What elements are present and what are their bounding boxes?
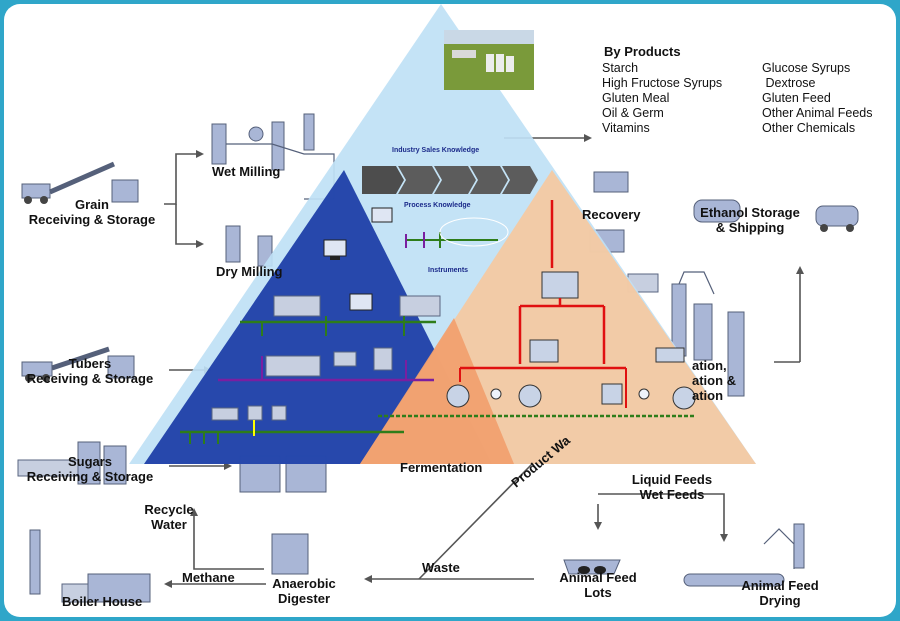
label-methane: Methane — [182, 570, 235, 585]
dry-milling-equipment-icon — [225, 225, 273, 267]
label-boiler-house: Boiler House — [62, 594, 142, 609]
grain-truck-icon — [21, 161, 139, 204]
process-network — [405, 217, 509, 248]
by-products-col1: Starch High Fructose Syrups Gluten Meal … — [602, 61, 726, 135]
control-network-left — [180, 207, 441, 444]
process-diagram: Industry Sales Knowledge Process Knowled… — [17, 4, 896, 609]
animal-feed-lots-icon — [563, 559, 621, 575]
pyramid-left-layer — [144, 170, 492, 464]
by-products-title: By Products — [604, 44, 681, 59]
label-distillation: ation,ation &ation — [692, 358, 736, 403]
diagram-frame: Industry Sales Knowledge Process Knowled… — [4, 4, 896, 617]
industry-label: Industry Sales Knowledge — [392, 147, 479, 154]
tubers-truck-icon — [21, 346, 135, 382]
label-wet-milling: Wet Milling — [212, 164, 280, 179]
label-waste: Waste — [422, 560, 460, 575]
wet-milling-equipment-icon — [211, 113, 335, 200]
instruments-label: Instruments — [428, 267, 468, 274]
plant-photo — [444, 30, 534, 90]
pyramid-overlap-layer — [360, 318, 514, 464]
anaerobic-digester-icon — [271, 533, 309, 575]
label-dry-milling: Dry Milling — [216, 264, 283, 279]
instrument-network-right — [378, 200, 696, 418]
label-recovery: Recovery — [582, 207, 641, 222]
automation-pyramid: Industry Sales Knowledge Process Knowled… — [129, 4, 756, 464]
ethanol-truck-icon — [693, 199, 859, 232]
label-ethanol-storage: Ethanol Storage& Shipping — [700, 205, 800, 235]
process-chevrons — [362, 166, 538, 194]
animal-feed-drying-icon — [683, 523, 805, 587]
flow-arrows — [164, 134, 804, 588]
by-products-panel: By Products Starch High Fructose Syrups … — [602, 44, 896, 135]
process-label: Process Knowledge — [404, 202, 471, 209]
boiler-house-icon — [29, 529, 151, 603]
label-fermentation: Fermentation — [400, 460, 482, 475]
distillation-columns-icon — [627, 271, 745, 397]
by-products-col2: Glucose Syrups Dextrose Gluten Feed Othe… — [762, 61, 896, 135]
sugars-tanks-icon — [17, 441, 127, 485]
